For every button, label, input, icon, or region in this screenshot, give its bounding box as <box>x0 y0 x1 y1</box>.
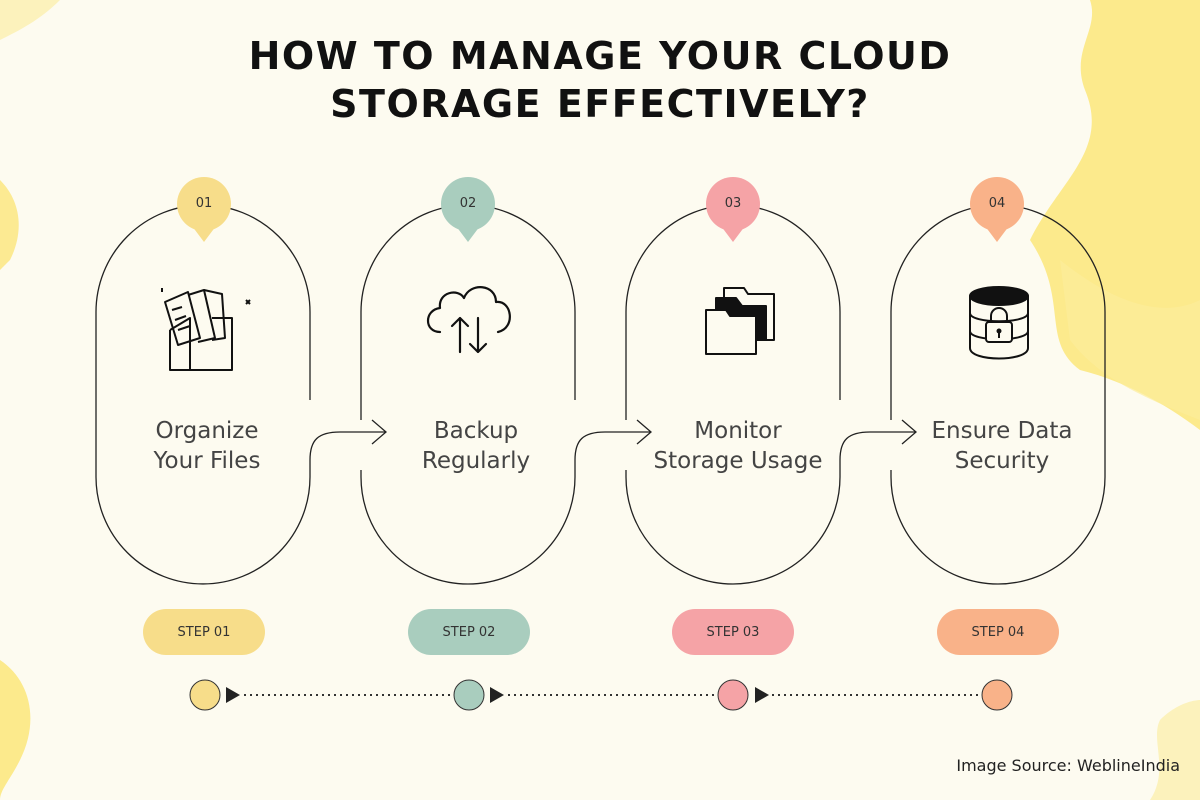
step-label-2: Backup Regularly <box>366 416 586 476</box>
step-badge-3: STEP 03 <box>672 609 794 655</box>
step-marker-4 <box>970 177 1024 242</box>
step-capsule-2 <box>360 204 652 585</box>
step-label-1-line-2: Your Files <box>153 448 261 474</box>
step-badge-4: STEP 04 <box>937 609 1059 655</box>
step-label-3-line-1: Monitor <box>694 418 782 444</box>
step-capsule-1 <box>95 204 387 585</box>
step-label-1-line-1: Organize <box>155 418 259 444</box>
secure-database-icon <box>969 286 1029 360</box>
step-label-3: Monitor Storage Usage <box>628 416 848 476</box>
step-label-4-line-1: Ensure Data <box>931 418 1073 444</box>
step-label-3-line-2: Storage Usage <box>653 448 823 474</box>
step-number-4: 04 <box>988 196 1006 211</box>
cloud-sync-icon <box>426 286 511 354</box>
page-title: HOW TO MANAGE YOUR CLOUD STORAGE EFFECTI… <box>0 32 1200 128</box>
step-number-1: 01 <box>195 196 213 211</box>
folders-icon <box>705 287 775 355</box>
step-label-2-line-1: Backup <box>433 418 519 444</box>
step-label-4-line-2: Security <box>954 448 1050 474</box>
step-marker-3 <box>706 177 760 242</box>
step-number-2: 02 <box>459 196 477 211</box>
step-marker-2 <box>441 177 495 242</box>
step-capsule-3 <box>625 204 917 585</box>
timeline-dot-1 <box>189 679 221 711</box>
step-label-4: Ensure Data Security <box>892 416 1112 476</box>
step-number-3: 03 <box>724 196 742 211</box>
step-badge-1: STEP 01 <box>143 609 265 655</box>
timeline-dot-2 <box>453 679 485 711</box>
title-line-1: HOW TO MANAGE YOUR CLOUD <box>248 34 952 78</box>
step-label-1: Organize Your Files <box>97 416 317 476</box>
step-badge-2: STEP 02 <box>408 609 530 655</box>
file-folder-icon <box>161 288 251 371</box>
step-label-2-line-2: Regularly <box>421 448 531 474</box>
image-source: Image Source: WeblineIndia <box>956 756 1180 775</box>
timeline-dot-3 <box>717 679 749 711</box>
timeline <box>189 679 1013 711</box>
step-marker-1 <box>177 177 231 242</box>
title-line-2: STORAGE EFFECTIVELY? <box>330 82 870 126</box>
timeline-dot-4 <box>981 679 1013 711</box>
step-capsule-4 <box>890 204 1106 585</box>
